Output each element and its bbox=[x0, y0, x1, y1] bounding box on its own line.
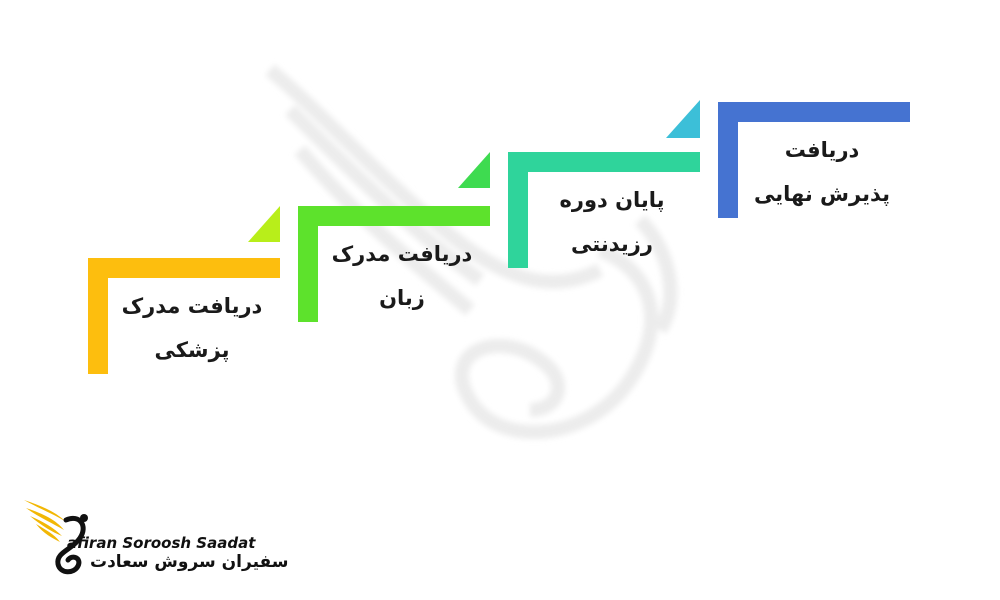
step-admission-label: دریافت پذیرش نهایی bbox=[742, 128, 902, 216]
step-admission-line2: پذیرش نهایی bbox=[753, 182, 891, 206]
step-residency-line2: رزیدنتی bbox=[571, 232, 653, 256]
step-residency-bracket-vertical bbox=[508, 152, 528, 268]
brand-logo-icon bbox=[24, 500, 88, 575]
step-admission-bracket-horizontal bbox=[718, 102, 910, 122]
brand-name-en: afiran Soroosh Saadat bbox=[67, 534, 256, 552]
step-language-bracket-horizontal bbox=[298, 206, 490, 226]
step-admission-line1: دریافت bbox=[784, 138, 860, 162]
step-language-label: دریافت مدرک زبان bbox=[322, 232, 482, 320]
step-residency-bracket-horizontal bbox=[508, 152, 700, 172]
step-residency-accent bbox=[458, 152, 490, 188]
step-admission-bracket-vertical bbox=[718, 102, 738, 218]
step-residency-line1: پایان دوره bbox=[559, 188, 665, 212]
step-language-line2: زبان bbox=[379, 286, 425, 310]
step-residency-label: پایان دوره رزیدنتی bbox=[532, 178, 692, 266]
step-language-bracket-vertical bbox=[298, 206, 318, 322]
step-language-accent bbox=[248, 206, 280, 242]
step-medical-line1: دریافت مدرک bbox=[121, 294, 263, 318]
step-medical-bracket-horizontal bbox=[88, 258, 280, 278]
step-medical-bracket-vertical bbox=[88, 258, 108, 374]
step-medical-label: دریافت مدرک پزشکی bbox=[112, 284, 272, 372]
step-language-line1: دریافت مدرک bbox=[331, 242, 473, 266]
step-medical-line2: پزشکی bbox=[154, 338, 230, 362]
brand-name-fa: سفیران سروش سعادت bbox=[90, 552, 289, 572]
step-admission-accent bbox=[666, 100, 700, 138]
